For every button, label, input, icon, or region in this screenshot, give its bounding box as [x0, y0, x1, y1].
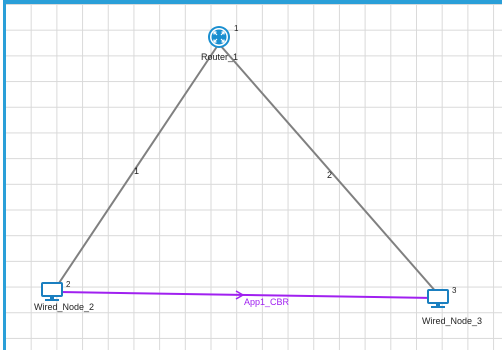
node-3-name: Wired_Node_3	[422, 316, 483, 326]
link-2-label: 2	[327, 170, 332, 180]
link-1[interactable]	[54, 44, 219, 290]
node-3-id: 3	[452, 286, 457, 295]
computer-icon-node-3[interactable]	[427, 289, 449, 308]
router-name: Router_1	[201, 52, 239, 62]
router-icon[interactable]	[208, 26, 230, 48]
canvas-top-border	[0, 0, 502, 4]
canvas-left-border	[0, 0, 6, 350]
node-2-name: Wired_Node_2	[34, 302, 95, 312]
link-2[interactable]	[219, 44, 438, 294]
computer-icon-node-2[interactable]	[41, 282, 63, 301]
node-2-id: 2	[66, 280, 71, 289]
application-label: App1_CBR	[244, 297, 290, 307]
link-1-label: 1	[134, 166, 139, 176]
app-flow-line[interactable]	[59, 291, 435, 299]
router-id: 1	[234, 24, 239, 33]
app-flow-arrow-icon	[235, 290, 245, 300]
